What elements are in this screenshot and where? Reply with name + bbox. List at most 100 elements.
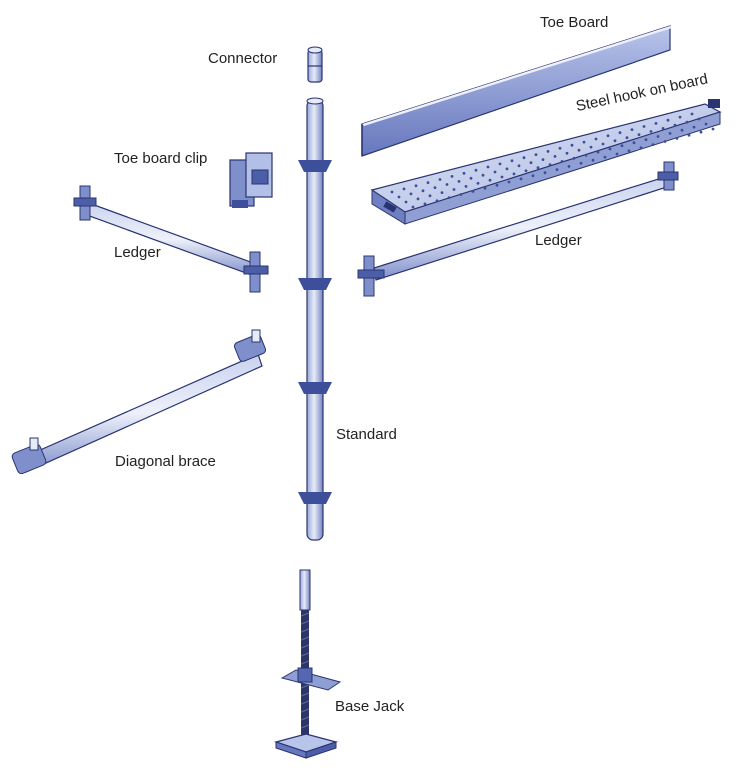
board-perforation <box>481 173 485 177</box>
board-perforation <box>397 195 401 199</box>
board-perforation <box>692 125 696 129</box>
board-perforation <box>680 128 684 132</box>
board-perforation <box>426 181 430 185</box>
board-perforation <box>495 183 499 187</box>
board-perforation <box>486 165 490 169</box>
board-perforation <box>409 192 413 196</box>
board-perforation <box>421 189 425 193</box>
board-perforation <box>627 149 631 153</box>
board-perforation <box>390 190 394 194</box>
rosette <box>298 160 332 172</box>
board-perforation <box>488 178 492 182</box>
rosette <box>298 492 332 504</box>
board-perforation <box>476 181 480 185</box>
board-perforation <box>558 146 562 150</box>
board-perforation <box>620 144 624 148</box>
rosette <box>298 382 332 394</box>
base-jack <box>273 569 342 759</box>
board-perforation <box>536 166 540 170</box>
board-perforation <box>644 138 648 142</box>
board-perforation <box>608 147 612 151</box>
toe-board <box>361 25 672 157</box>
board-perforation <box>452 188 456 191</box>
board-perforation <box>613 139 617 143</box>
board-perforation <box>414 184 418 188</box>
board-perforation <box>534 153 538 157</box>
label-toe-board: Toe Board <box>540 14 609 31</box>
board-perforation <box>567 165 571 168</box>
board-perforation <box>666 118 670 122</box>
board-perforation <box>423 202 427 206</box>
board-perforation <box>651 143 655 147</box>
board-perforation <box>663 140 667 143</box>
board-perforation <box>690 112 694 116</box>
board-perforation <box>668 132 672 135</box>
board-perforation <box>531 174 535 178</box>
board-perforation <box>507 180 511 184</box>
board-perforation <box>555 168 559 172</box>
board-perforation <box>618 131 622 135</box>
board-perforation <box>500 175 504 179</box>
board-perforation <box>548 163 552 167</box>
board-perforation <box>687 133 691 137</box>
board-perforation <box>462 171 466 175</box>
board-perforation <box>428 194 432 198</box>
label-connector: Connector <box>208 50 278 67</box>
board-perforation <box>601 142 605 146</box>
board-perforation <box>642 125 646 128</box>
board-perforation <box>656 135 660 138</box>
board-perforation <box>529 161 533 165</box>
ledger-left <box>73 185 269 293</box>
board-perforation <box>505 167 509 171</box>
board-perforation <box>447 196 451 200</box>
board-perforation <box>685 120 689 124</box>
board-perforation <box>630 128 634 132</box>
board-perforation <box>457 180 461 183</box>
board-perforation <box>711 127 715 131</box>
board-perforation <box>606 134 610 138</box>
steel-board <box>370 99 722 225</box>
board-perforation <box>697 117 701 121</box>
board-perforation <box>678 115 682 119</box>
board-perforation <box>594 137 598 141</box>
board-perforation <box>699 130 703 134</box>
board-perforation <box>471 190 475 193</box>
board-perforation <box>637 133 641 137</box>
board-perforation <box>519 177 523 181</box>
board-perforation <box>541 158 545 162</box>
board-perforation <box>675 137 679 140</box>
board-perforation <box>565 151 569 155</box>
board-perforation <box>572 156 576 160</box>
toe-board-clip <box>229 152 273 208</box>
board-perforation <box>474 168 478 172</box>
board-perforation <box>416 197 420 201</box>
board-perforation <box>591 158 595 162</box>
board-perforation <box>517 164 521 168</box>
board-perforation <box>649 130 653 133</box>
board-perforation <box>483 186 487 190</box>
board-perforation <box>450 175 454 178</box>
board-perforation <box>582 140 586 144</box>
board-perforation <box>440 191 444 195</box>
board-perforation <box>553 155 557 158</box>
board-perforation <box>404 200 408 204</box>
board-perforation <box>577 148 581 152</box>
board-perforation <box>543 171 547 175</box>
board-perforation <box>615 152 619 156</box>
board-perforation <box>411 205 415 209</box>
board-perforation <box>546 150 550 153</box>
board-perforation <box>493 170 497 174</box>
board-perforation <box>522 156 526 160</box>
board-perforation <box>654 122 658 125</box>
board-perforation <box>596 150 600 154</box>
board-perforation <box>560 160 564 163</box>
board-perforation <box>673 123 677 127</box>
board-perforation <box>402 187 406 191</box>
board-perforation <box>579 161 583 165</box>
label-standard: Standard <box>336 426 397 443</box>
board-perforation <box>632 141 636 145</box>
board-perforation <box>704 122 708 126</box>
board-perforation <box>469 176 473 180</box>
board-perforation <box>445 183 449 186</box>
board-perforation <box>661 126 665 130</box>
